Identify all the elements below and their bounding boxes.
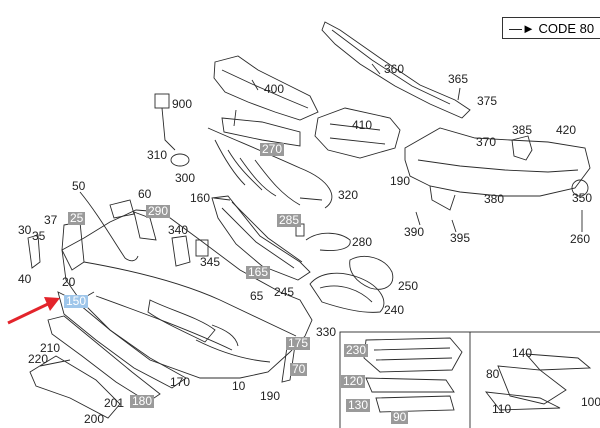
callout-260: 260 [570, 232, 591, 246]
callout-150: 150 [64, 294, 89, 308]
callout-240: 240 [384, 303, 405, 317]
callout-290: 290 [146, 204, 171, 218]
callout-120: 120 [341, 374, 366, 388]
callout-330: 330 [316, 325, 337, 339]
callout-140: 140 [512, 346, 533, 360]
callout-285: 285 [277, 213, 302, 227]
callout-220: 220 [28, 352, 49, 366]
callout-50: 50 [72, 179, 86, 193]
callout-10: 10 [232, 379, 246, 393]
callout-201: 201 [104, 396, 125, 410]
callout-300: 300 [175, 171, 196, 185]
callout-250: 250 [398, 279, 419, 293]
callout-80: 80 [486, 367, 500, 381]
callout-395: 395 [450, 231, 471, 245]
callout-165: 165 [246, 265, 271, 279]
callout-350: 350 [572, 191, 593, 205]
callout-420: 420 [556, 123, 577, 137]
callout-360: 360 [384, 62, 405, 76]
callout-270: 270 [260, 142, 285, 156]
callout-60: 60 [138, 187, 152, 201]
callout-230: 230 [344, 343, 369, 357]
callout-40: 40 [18, 272, 32, 286]
callout-170: 170 [170, 375, 191, 389]
callout-160: 160 [190, 191, 211, 205]
callout-175: 175 [286, 336, 311, 350]
callout-35: 35 [32, 229, 46, 243]
callout-380: 380 [484, 192, 505, 206]
arrow-right-icon: —► [509, 21, 539, 36]
callout-37: 37 [44, 213, 58, 227]
callout-900: 900 [172, 97, 193, 111]
callout-200: 200 [84, 412, 105, 426]
callout-90: 90 [391, 410, 409, 424]
callout-375: 375 [477, 94, 498, 108]
callout-70: 70 [290, 362, 308, 376]
callout-130: 130 [346, 398, 371, 412]
callout-320: 320 [338, 188, 359, 202]
callout-400: 400 [264, 82, 285, 96]
callout-390: 390 [404, 225, 425, 239]
callout-25: 25 [68, 211, 86, 225]
callout-210: 210 [40, 341, 61, 355]
callout-245: 245 [274, 285, 295, 299]
callout-280: 280 [352, 235, 373, 249]
callout-345: 345 [200, 255, 221, 269]
callout-65: 65 [250, 289, 264, 303]
callout-20: 20 [62, 275, 76, 289]
callout-370: 370 [476, 135, 497, 149]
callout-190-lower: 190 [260, 389, 281, 403]
code-box: —► CODE 80 [502, 17, 600, 39]
callout-385: 385 [512, 123, 533, 137]
callout-310: 310 [147, 148, 168, 162]
callout-100: 100 [581, 395, 600, 409]
callout-110: 110 [492, 402, 512, 416]
callout-180: 180 [130, 394, 155, 408]
callout-410: 410 [352, 118, 373, 132]
callout-340: 340 [168, 223, 189, 237]
callout-365: 365 [448, 72, 469, 86]
callout-190-upper: 190 [390, 174, 411, 188]
callout-30: 30 [18, 223, 32, 237]
